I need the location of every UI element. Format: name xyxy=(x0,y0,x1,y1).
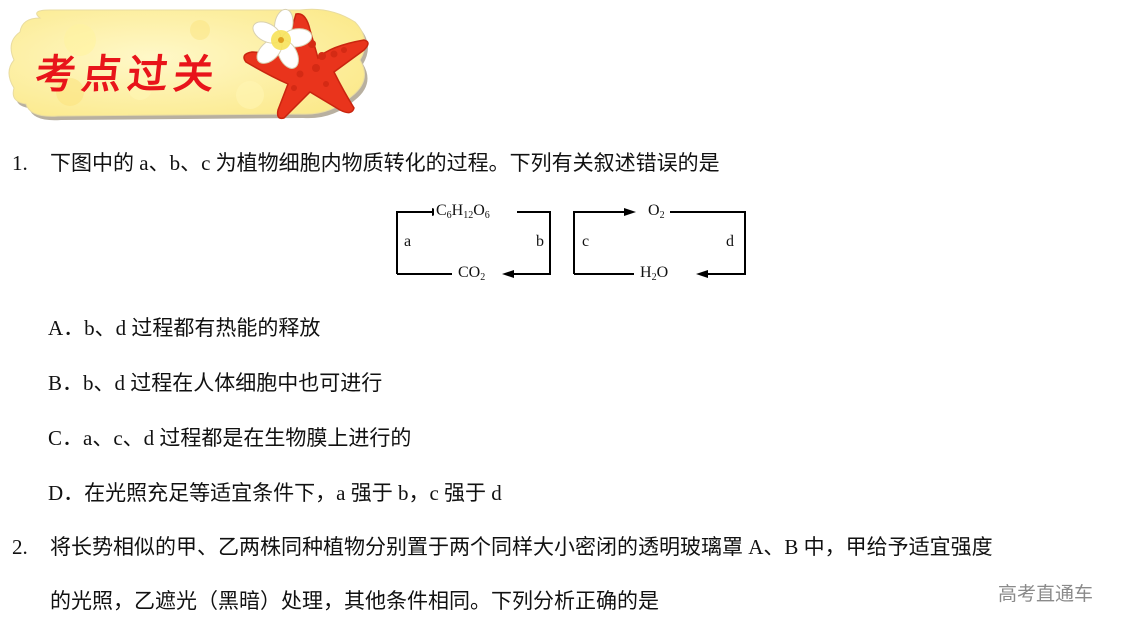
option-c[interactable]: C．a、c、d 过程都是在生物膜上进行的 xyxy=(48,425,411,451)
question-2-stem-line1: 2. 将长势相似的甲、乙两株同种植物分别置于两个同样大小密闭的透明玻璃罩 A、B … xyxy=(12,534,993,560)
option-a[interactable]: A．b、d 过程都有热能的释放 xyxy=(48,315,320,341)
question-2-stem-line2: 的光照，乙遮光（黑暗）处理，其他条件相同。下列分析正确的是 xyxy=(50,589,659,613)
h2o-label: H2O xyxy=(638,264,671,283)
watermark: 高考直通车 xyxy=(998,583,1094,605)
question-text: 下图中的 a、b、c 为植物细胞内物质转化的过程。下列有关叙述错误的是 xyxy=(50,151,720,175)
option-letter: A． xyxy=(48,316,85,340)
option-letter: D． xyxy=(48,481,85,505)
banner-title: 考点过关 xyxy=(33,51,223,98)
question-1-stem: 1. 下图中的 a、b、c 为植物细胞内物质转化的过程。下列有关叙述错误的是 xyxy=(12,150,720,176)
question-number: 1. xyxy=(12,151,28,175)
starfish-icon xyxy=(243,13,369,120)
section-banner: 考点过关 xyxy=(0,0,380,125)
option-text: b、d 过程在人体细胞中也可进行 xyxy=(83,371,383,395)
o2-label: O2 xyxy=(646,202,667,221)
option-text: 在光照充足等适宜条件下，a 强于 b，c 强于 d xyxy=(84,481,502,505)
glucose-label: C6H12O6 xyxy=(434,202,492,221)
option-text: b、d 过程都有热能的释放 xyxy=(84,316,321,340)
banner-background xyxy=(8,8,369,121)
question-text: 将长势相似的甲、乙两株同种植物分别置于两个同样大小密闭的透明玻璃罩 A、B 中，… xyxy=(50,535,993,559)
option-text: a、c、d 过程都是在生物膜上进行的 xyxy=(83,426,412,450)
option-d[interactable]: D．在光照充足等适宜条件下，a 强于 b，c 强于 d xyxy=(48,480,502,506)
process-a-label: a xyxy=(404,233,412,250)
option-b[interactable]: B．b、d 过程在人体细胞中也可进行 xyxy=(48,370,382,396)
process-diagram: C6H12O6 CO2 a b O2 H2O c d xyxy=(392,202,752,284)
process-c-label: c xyxy=(582,233,590,250)
option-letter: B． xyxy=(48,371,84,395)
question-number: 2. xyxy=(12,535,28,559)
cycle-arrows xyxy=(396,208,746,278)
co2-label: CO2 xyxy=(456,264,488,283)
process-b-label: b xyxy=(536,233,544,250)
process-d-label: d xyxy=(726,233,734,250)
option-letter: C． xyxy=(48,426,84,450)
frangipani-flower-icon xyxy=(252,8,313,69)
